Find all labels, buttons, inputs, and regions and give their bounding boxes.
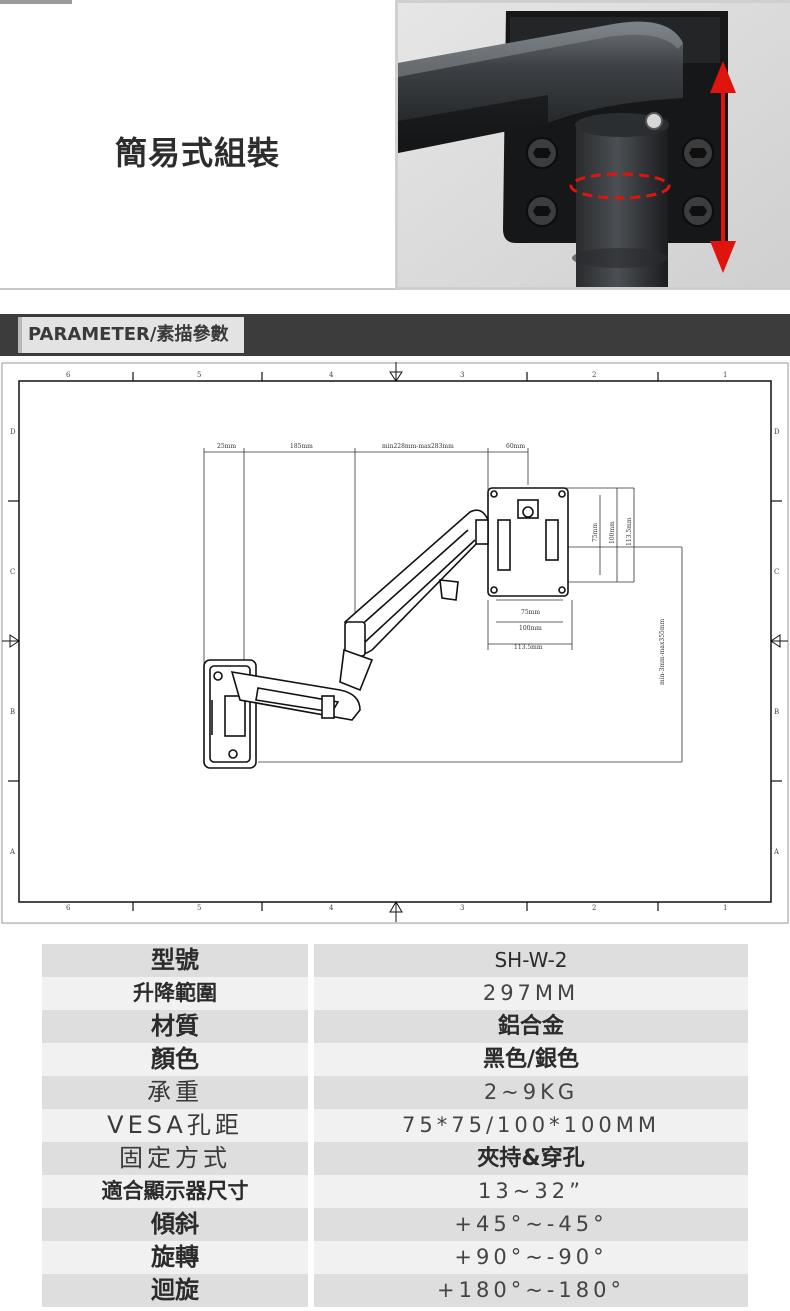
assembly-caption-panel: 簡易式組裝 [0,0,395,290]
dim-h-100mm: 100mm [519,625,542,632]
dim-60mm: 60mm [506,443,525,450]
spec-row-load: 承重 2~9KG [42,1076,748,1109]
spec-row-mounting: 固定方式 夾持&穿孔 [42,1142,748,1175]
svg-text:2: 2 [592,904,596,912]
lower-arm [230,671,361,721]
spec-row-lift-range: 升降範圍 297MM [42,977,748,1010]
spec-label: 旋轉 [42,1241,308,1274]
zone-col-1: 1 [723,371,727,379]
monitor-arm-joint-photo [398,3,790,287]
spec-value: +90°~-90° [314,1241,748,1274]
spec-value: 13~32” [314,1175,748,1208]
spec-row-screen-size: 適合顯示器尺寸 13~32” [42,1175,748,1208]
parameter-header-bar: PARAMETER/素描參數 [0,314,790,356]
dim-v-113mm: 113.5mm [626,517,633,546]
zone-col-2: 2 [592,371,596,379]
spec-label: 承重 [42,1076,308,1109]
spec-label: 顏色 [42,1043,308,1076]
spec-value: 2~9KG [314,1076,748,1109]
zone-col-5: 5 [197,371,201,379]
dim-h-113mm: 113.5mm [514,644,543,651]
spec-row-model: 型號 SH-W-2 [42,944,748,977]
spec-label: 適合顯示器尺寸 [42,1175,308,1208]
svg-text:C: C [774,568,779,576]
spec-value: 黑色/銀色 [314,1043,748,1076]
spec-value: 鋁合金 [314,1010,748,1043]
zone-row-d: D [10,428,16,436]
svg-text:6: 6 [66,904,71,912]
spec-label: VESA孔距 [42,1109,308,1142]
dim-min-max-arm: min228mm-max283mm [382,443,454,450]
spec-label: 升降範圍 [42,977,308,1010]
zone-row-b: B [10,708,15,716]
dim-h-75mm: 75mm [521,609,540,616]
svg-text:4: 4 [329,904,334,912]
parameter-title: PARAMETER/素描參數 [17,317,245,353]
spec-value: +180°~-180° [314,1274,748,1307]
spec-row-tilt: 傾斜 +45°~-45° [42,1208,748,1241]
zone-col-6: 6 [66,371,71,379]
technical-drawing: 6 5 4 3 2 1 6 5 4 3 2 1 D C B A D C B A [0,360,790,925]
svg-text:1: 1 [723,904,727,912]
spec-table: 型號 SH-W-2 升降範圍 297MM 材質 鋁合金 顏色 黑色/銀色 承重 … [42,944,748,1307]
spec-value: 75*75/100*100MM [314,1109,748,1142]
svg-text:5: 5 [197,904,201,912]
spec-label: 型號 [42,944,308,977]
svg-text:3: 3 [460,904,464,912]
spec-value: 297MM [314,977,748,1010]
assembly-banner: 簡易式組裝 [0,0,790,290]
zone-col-4: 4 [329,371,334,379]
assembly-photo [395,0,790,290]
svg-text:A: A [773,848,780,856]
tab-marker [0,0,72,4]
dim-v-100mm: 100mm [609,521,616,544]
spec-row-swivel: 迴旋 +180°~-180° [42,1274,748,1307]
svg-text:B: B [774,708,779,716]
spec-row-material: 材質 鋁合金 [42,1010,748,1043]
spec-value: SH-W-2 [314,944,748,977]
spec-label: 迴旋 [42,1274,308,1307]
spec-label: 材質 [42,1010,308,1043]
spec-row-vesa: VESA孔距 75*75/100*100MM [42,1109,748,1142]
zone-row-a: A [9,848,16,856]
dim-height: min-3mm-max355mm [659,618,666,685]
svg-text:D: D [774,428,780,436]
dim-25mm: 25mm [217,443,236,450]
spec-row-color: 顏色 黑色/銀色 [42,1043,748,1076]
vesa-plate [475,487,569,597]
dimension-drawing-svg: 6 5 4 3 2 1 6 5 4 3 2 1 D C B A D C B A [0,360,790,925]
spec-value: +45°~-45° [314,1208,748,1241]
spec-label: 傾斜 [42,1208,308,1241]
spec-label: 固定方式 [42,1142,308,1175]
dim-185mm: 185mm [290,443,313,450]
assembly-title: 簡易式組裝 [114,134,280,172]
zone-row-c: C [10,568,15,576]
spec-value: 夾持&穿孔 [314,1142,748,1175]
dim-v-75mm: 75mm [592,523,599,542]
zone-col-3: 3 [460,371,464,379]
spec-row-rotation: 旋轉 +90°~-90° [42,1241,748,1274]
